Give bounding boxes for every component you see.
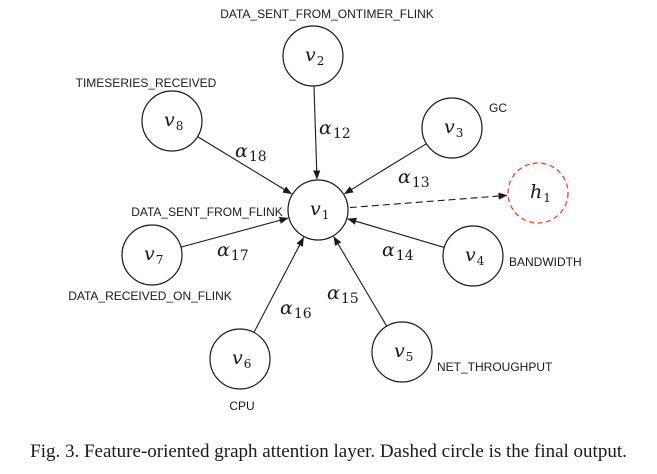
attention-weight-label: α13 <box>398 166 430 191</box>
node-label: v2 <box>305 44 324 68</box>
output-circle <box>507 162 569 224</box>
node-circle <box>442 225 504 287</box>
attention-weight-label: α18 <box>235 140 267 165</box>
node-circle <box>121 224 183 286</box>
node-label: v6 <box>232 347 251 371</box>
edge-v8-v1 <box>197 136 292 195</box>
feature-label: DATA_SENT_FROM_FLINK <box>131 205 283 219</box>
output-edge-dashed <box>349 192 508 209</box>
node-label: v3 <box>444 116 463 140</box>
attention-weight-label: α15 <box>327 282 359 307</box>
feature-label: TIMESERIES_RECEIVED <box>76 76 217 90</box>
node-circle <box>282 25 344 87</box>
node-circle <box>421 97 483 159</box>
node-label: v1 <box>310 198 329 222</box>
feature-label: BANDWIDTH <box>509 255 582 269</box>
node-circle <box>141 90 203 152</box>
nodes-layer: v1 DATA_SENT_FROM_FLINK v2 DATA_SENT_FROM_O… <box>68 7 581 413</box>
node-circle <box>209 328 271 390</box>
node-v8: v8 TIMESERIES_RECEIVED <box>76 76 217 152</box>
feature-label: CPU <box>229 399 254 413</box>
node-circle <box>287 179 349 241</box>
node-circle <box>371 321 433 383</box>
edge-v7-v1 <box>180 216 289 248</box>
edges-layer: α12 α13 α14 α15 α16 α17 α18 <box>180 85 508 333</box>
node-v4: v4 BANDWIDTH <box>442 225 582 287</box>
feature-label: DATA_RECEIVED_ON_FLINK <box>68 289 232 303</box>
edge-v3-v1 <box>344 143 427 195</box>
output-node-h1: h1 <box>507 162 569 224</box>
attention-weight-label: α16 <box>280 297 312 322</box>
attention-weight-label: α12 <box>319 117 351 142</box>
feature-label: GC <box>489 101 507 115</box>
edge-v6-v1 <box>253 237 305 333</box>
node-label: v7 <box>144 243 163 267</box>
attention-weight-label: α17 <box>217 239 249 264</box>
edge-v4-v1 <box>347 217 445 248</box>
attention-weight-label: α14 <box>382 239 414 264</box>
node-v1: v1 DATA_SENT_FROM_FLINK <box>131 179 349 241</box>
node-label: v5 <box>394 340 413 364</box>
edge-v5-v1 <box>333 236 388 327</box>
node-label: v4 <box>465 244 485 268</box>
node-v3: v3 GC <box>421 97 507 159</box>
edge-v2-v1 <box>313 85 321 180</box>
node-label: v8 <box>164 109 183 133</box>
node-v2: v2 DATA_SENT_FROM_ONTIMER_FLINK <box>220 7 434 87</box>
feature-label: NET_THROUGHPUT <box>437 360 553 374</box>
figure-caption: Fig. 3. Feature-oriented graph attention… <box>30 441 627 462</box>
output-label: h1 <box>530 181 551 205</box>
feature-label: DATA_SENT_FROM_ONTIMER_FLINK <box>220 7 434 21</box>
